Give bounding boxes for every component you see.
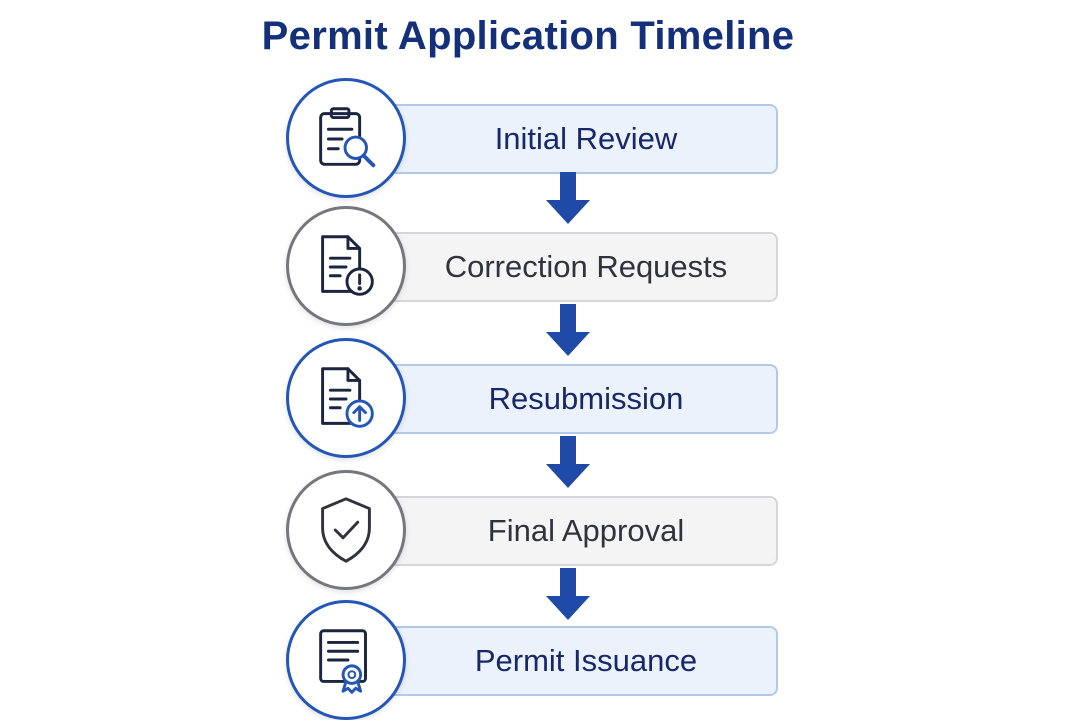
certificate-icon [319,629,367,694]
step-label: Resubmission [488,381,684,416]
step-label: Permit Issuance [474,643,698,678]
step-icon-circle [286,470,406,590]
arrow-down-icon [546,172,590,224]
clipboard-search-icon [319,107,376,168]
step-box: Final Approval [342,496,778,566]
arrow-down-icon [546,436,590,488]
step-box: Correction Requests [342,232,778,302]
step-label: Initial Review [494,121,678,156]
connector-arrow-4 [546,568,590,620]
step-box: Resubmission [342,364,778,434]
step-icon-circle [286,78,406,198]
step-label: Final Approval [487,513,685,548]
step-box: Permit Issuance [342,626,778,696]
arrow-down-icon [546,568,590,620]
page-title: Permit Application Timeline [261,14,795,58]
step-correction-requests: Correction Requests [286,206,782,326]
step-icon-circle [286,338,406,458]
step-icon-circle [286,206,406,326]
document-alert-icon [321,235,374,296]
step-resubmission: Resubmission [286,338,782,458]
step-box: Initial Review [342,104,778,174]
arrow-down-icon [546,304,590,356]
shield-check-icon [321,497,371,563]
connector-arrow-3 [546,436,590,488]
step-initial-review: Initial Review [286,78,782,198]
connector-arrow-2 [546,304,590,356]
step-final-approval: Final Approval [286,470,782,590]
step-label: Correction Requests [444,249,728,284]
step-icon-circle [286,600,406,720]
connector-arrow-1 [546,172,590,224]
document-upload-icon [321,367,374,428]
step-permit-issuance: Permit Issuance [286,600,782,720]
